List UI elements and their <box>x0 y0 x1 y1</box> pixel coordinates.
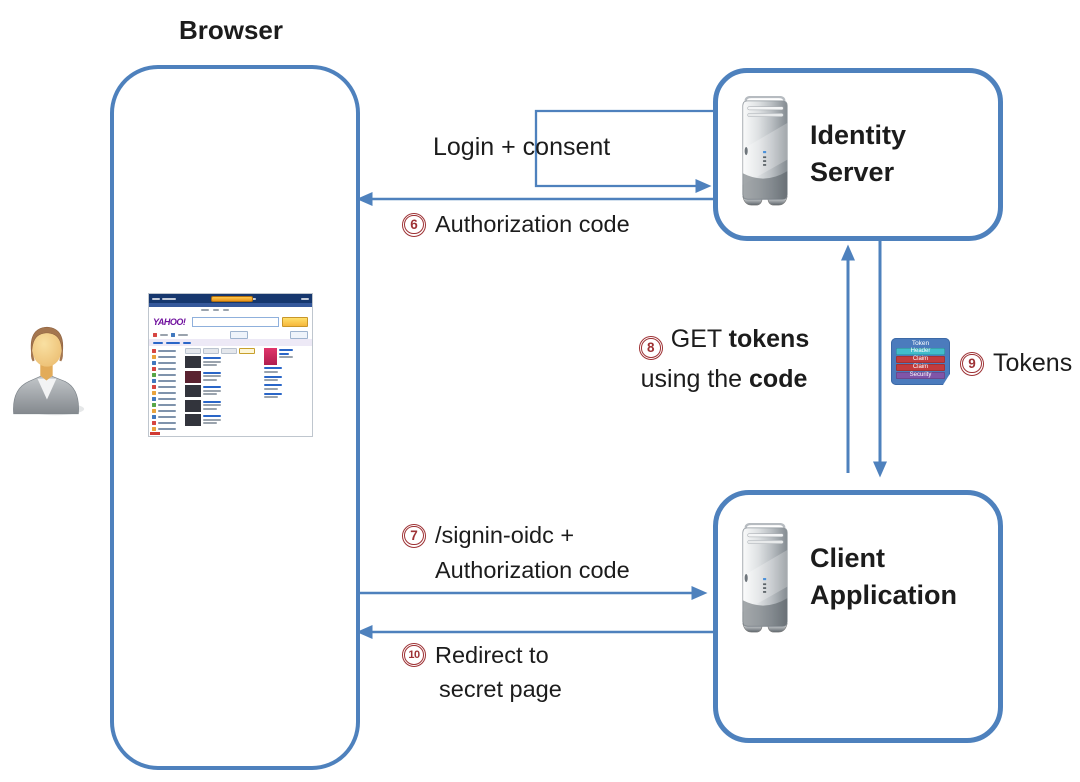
token-row-claim-1: Claim <box>896 356 945 363</box>
step10-line2: secret page <box>439 676 562 702</box>
label-step10-redirect: 10 Redirect to secret page <box>402 638 562 706</box>
browser-node-title: Browser <box>178 15 284 45</box>
yahoo-page-thumbnail: YAHOO! <box>148 293 313 437</box>
step7-number-icon: 7 <box>402 523 426 548</box>
token-row-header: Header <box>896 348 945 355</box>
yahoo-search-box <box>192 316 279 327</box>
step8-text-bold2: code <box>749 365 808 393</box>
step8-text-regular2: using the <box>640 365 743 393</box>
step9-number-icon: 9 <box>960 351 984 376</box>
token-row-claim-2: Claim <box>896 364 945 371</box>
user-person-icon <box>6 320 86 420</box>
yahoo-topbar <box>149 294 312 303</box>
identity-server-icon <box>732 96 798 208</box>
label-step9-tokens: 9 Tokens <box>960 349 1072 378</box>
step8-text-bold1: tokens <box>728 325 810 353</box>
client-application-node-title: Client Application <box>810 543 957 610</box>
step10-number-icon: 10 <box>402 643 426 667</box>
step9-text: Tokens <box>993 349 1073 377</box>
label-step6-authorization-code: 6 Authorization code <box>402 211 630 238</box>
step8-number-icon: 8 <box>638 336 663 360</box>
step7-line1: /signin-oidc + <box>435 522 575 548</box>
token-row-security: Security <box>896 372 945 379</box>
yahoo-news-column <box>185 348 261 432</box>
step6-text: Authorization code <box>435 211 630 237</box>
token-stack-icon: Token Header Claim Claim Security <box>891 338 950 385</box>
yahoo-search-button <box>282 316 308 327</box>
yahoo-sidebar <box>152 348 182 432</box>
step10-line1: Redirect to <box>435 642 549 668</box>
label-login-consent: Login + consent <box>433 133 611 161</box>
step6-number-icon: 6 <box>402 212 426 237</box>
yahoo-logo: YAHOO! <box>153 316 186 327</box>
client-server-icon <box>732 523 798 635</box>
identity-server-node-title: Identity Server <box>810 120 907 187</box>
step7-line2: Authorization code <box>435 557 630 583</box>
token-stack-title: Token <box>911 340 930 347</box>
yahoo-subbar <box>149 303 312 307</box>
identity-server-node-box <box>713 68 1003 241</box>
yahoo-topbar-button <box>211 295 253 302</box>
connector-login-consent-loop <box>534 109 713 193</box>
step8-text-regular1: GET <box>670 325 722 353</box>
label-step8-get-tokens: 8 GET tokens using the code <box>612 320 836 398</box>
yahoo-right-column <box>264 348 309 432</box>
label-step7-signin-oidc: 7 /signin-oidc + Authorization code <box>402 518 630 588</box>
